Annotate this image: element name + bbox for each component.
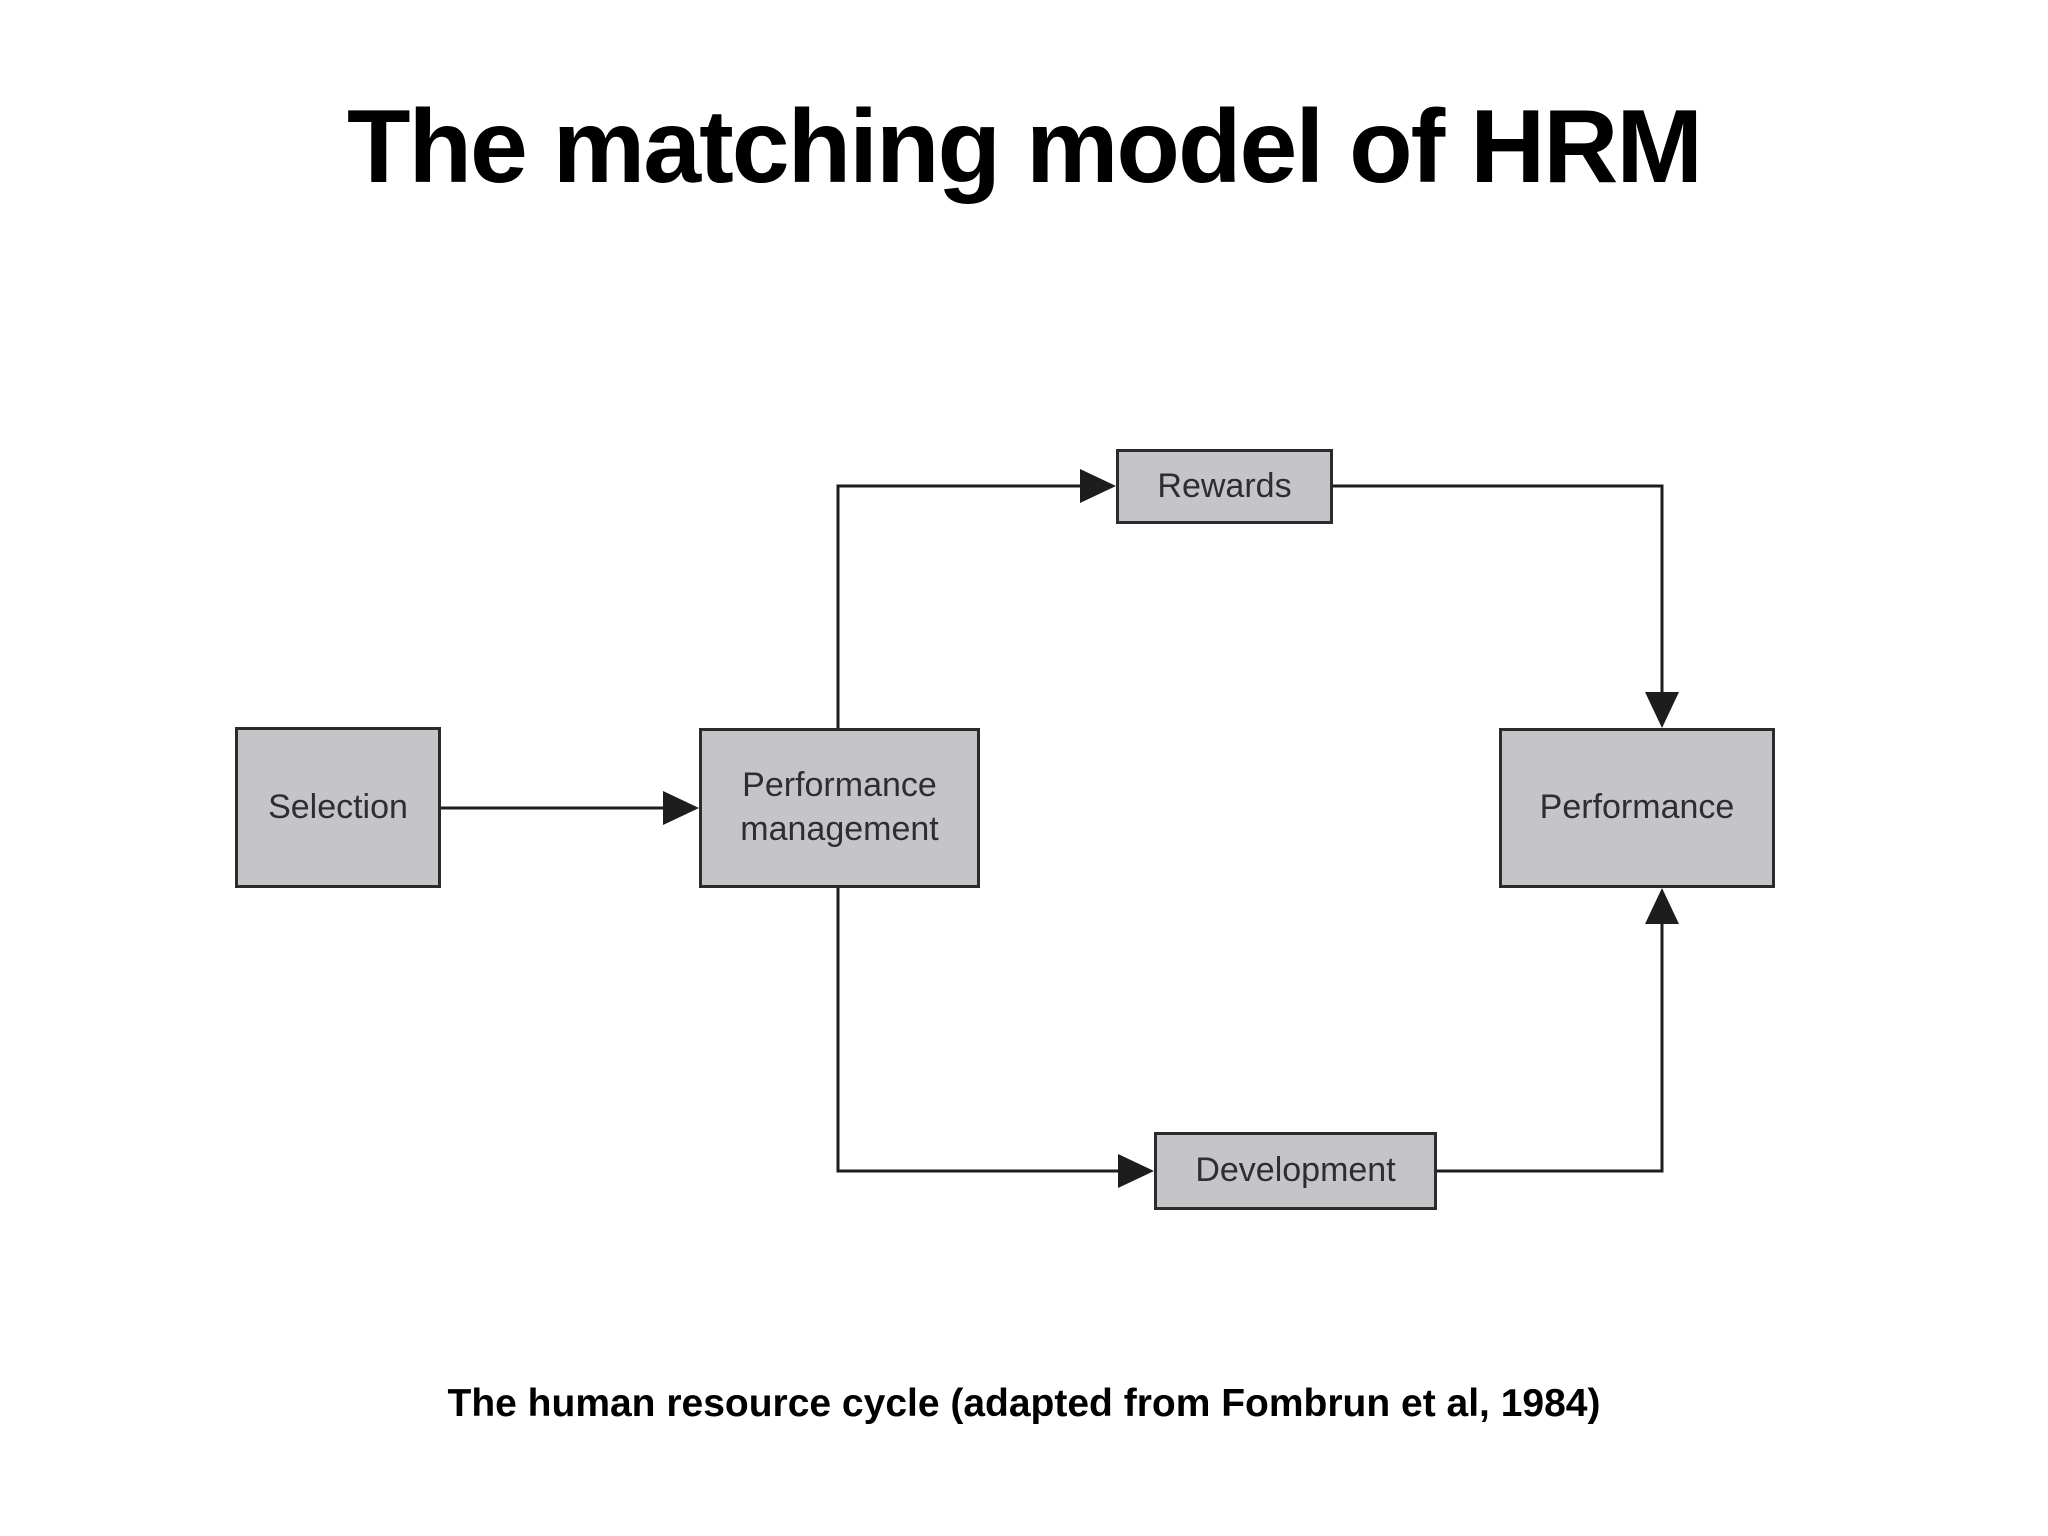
node-selection: Selection (235, 727, 441, 888)
edge-line (1437, 921, 1664, 1173)
edge-performance-management-to-development (836, 888, 1154, 1188)
page-title: The matching model of HRM (347, 89, 1703, 205)
edge-line (836, 888, 1121, 1173)
figure-caption: The human resource cycle (adapted from F… (447, 1382, 1601, 1425)
edge-performance-management-to-rewards (836, 469, 1116, 728)
arrowhead-right-icon (1118, 1154, 1154, 1188)
arrowhead-down-icon (1645, 692, 1679, 728)
edge-development-to-performance (1437, 888, 1679, 1173)
arrowhead-up-icon (1645, 888, 1679, 924)
node-performance-management: Performance management (699, 728, 980, 888)
arrowhead-right-icon (663, 791, 699, 825)
node-development: Development (1154, 1132, 1437, 1210)
edge-line (836, 484, 1083, 728)
node-rewards: Rewards (1116, 449, 1333, 524)
arrowhead-right-icon (1080, 469, 1116, 503)
node-label: Selection (268, 787, 408, 826)
edge-line (1333, 484, 1664, 695)
node-label: Development (1195, 1151, 1396, 1190)
node-label: Performance management (740, 766, 939, 848)
node-label: Performance (1539, 788, 1735, 827)
edge-rewards-to-performance (1333, 484, 1679, 728)
node-label: Rewards (1157, 466, 1292, 505)
edge-selection-to-performance-management (440, 791, 699, 825)
node-performance: Performance (1499, 728, 1775, 888)
